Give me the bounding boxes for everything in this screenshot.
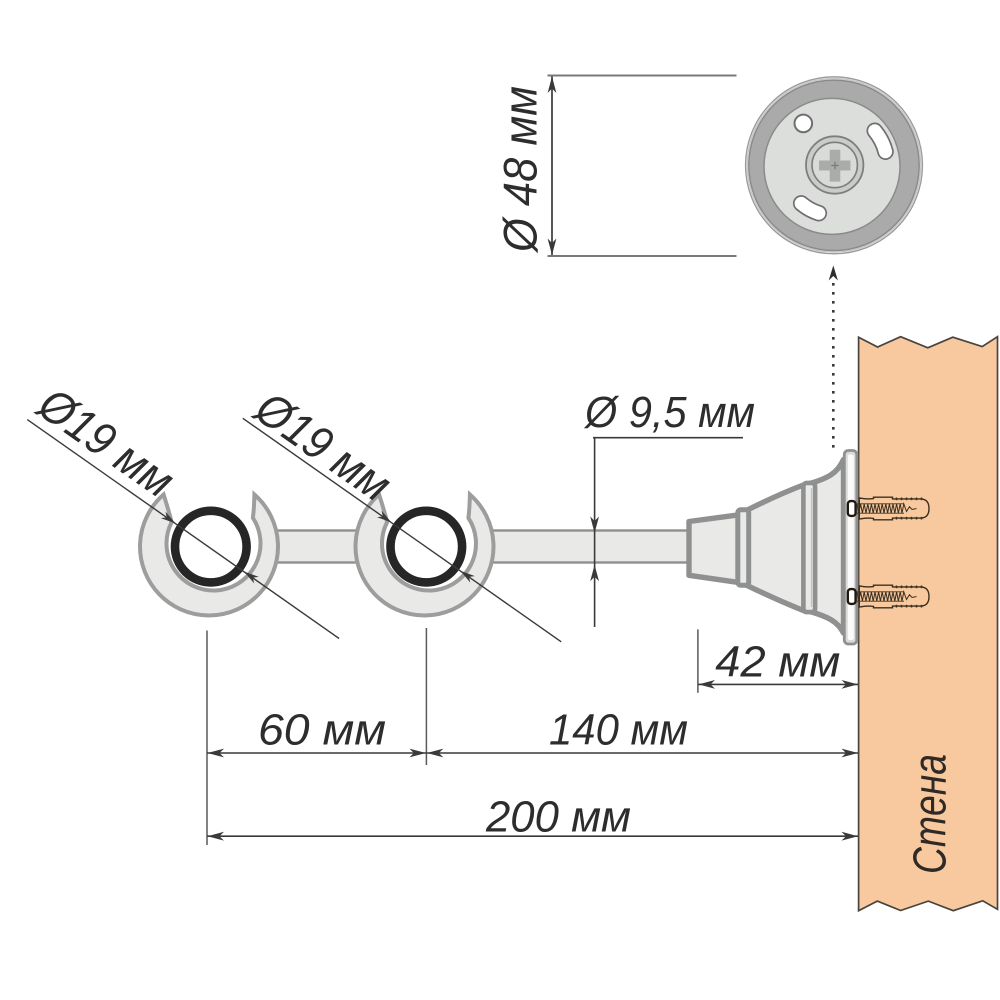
svg-text:60 мм: 60 мм — [258, 706, 386, 755]
svg-text:Ø19 мм: Ø19 мм — [245, 380, 401, 512]
svg-text:Ø19 мм: Ø19 мм — [28, 376, 184, 508]
svg-text:Ø 9,5 мм: Ø 9,5 мм — [583, 388, 755, 437]
svg-text:42 мм: 42 мм — [715, 637, 840, 686]
svg-text:Стена: Стена — [904, 754, 956, 874]
svg-text:200 мм: 200 мм — [485, 793, 631, 842]
svg-text:140 мм: 140 мм — [549, 706, 688, 755]
svg-text:Ø 48 мм: Ø 48 мм — [494, 86, 547, 254]
